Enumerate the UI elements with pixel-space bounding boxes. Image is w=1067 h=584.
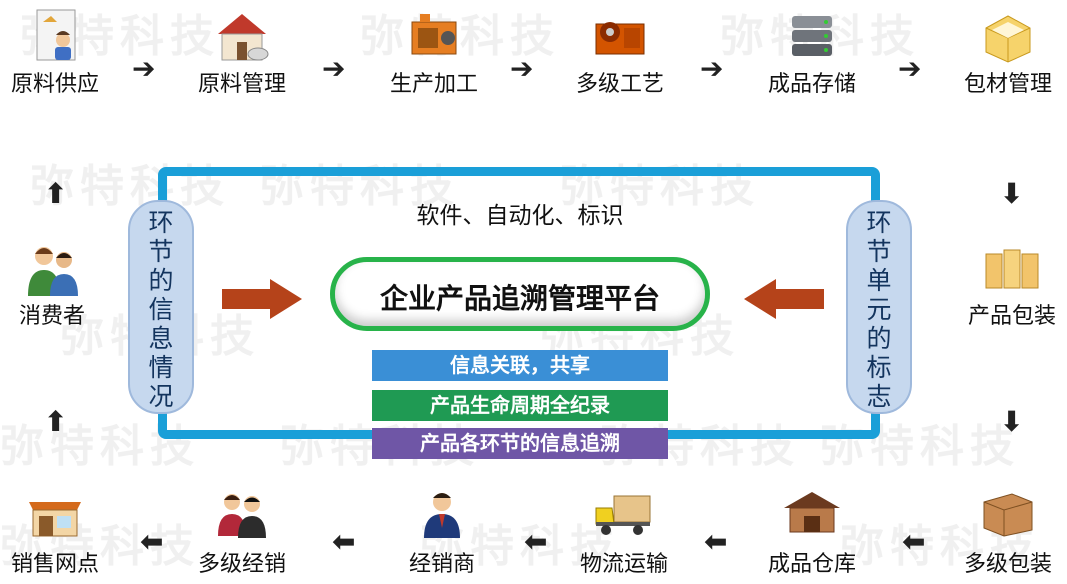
jaw-crusher-icon (588, 8, 652, 66)
right-box-char: 元 (866, 295, 892, 324)
node-warehouse: 成品仓库 (752, 488, 872, 578)
fat-arrow-right-icon (222, 279, 302, 319)
server-stack-icon (780, 8, 844, 66)
node-label: 消费者 (18, 304, 85, 329)
node-production: 生产加工 (374, 8, 494, 98)
fat-arrow-left-icon (744, 279, 824, 319)
arrow-left-icon: ⬅ (140, 525, 164, 558)
node-raw-management: 原料管理 (182, 8, 302, 98)
node-label: 经销商 (408, 552, 475, 577)
left-box-char: 节 (148, 237, 174, 266)
storefront-icon (23, 488, 87, 546)
node-label: 原料管理 (197, 72, 286, 97)
warehouse-roof-icon (780, 488, 844, 546)
right-box-char: 环 (866, 208, 892, 237)
node-label: 生产加工 (389, 72, 478, 97)
arrow-right-icon: ➔ (510, 52, 534, 85)
band-info-share: 信息关联，共享 (372, 350, 668, 381)
left-box-char: 环 (148, 208, 174, 237)
left-box-char: 信 (148, 295, 174, 324)
watermark: 弥特科技 (820, 421, 1020, 472)
node-raw-supply: 原料供应 (0, 8, 115, 98)
node-label: 包材管理 (963, 72, 1052, 97)
arrow-left-icon: ⬅ (524, 525, 548, 558)
node-consumer: 消费者 (0, 240, 112, 330)
right-box-char: 节 (866, 237, 892, 266)
node-label: 多级经销 (197, 552, 286, 577)
node-logistics: 物流运输 (564, 488, 684, 578)
band-traceability: 产品各环节的信息追溯 (372, 428, 668, 459)
left-box-char: 的 (148, 266, 174, 295)
arrow-down-icon: ⬇ (1000, 405, 1024, 438)
arrow-right-icon: ➔ (898, 52, 922, 85)
arrow-right-icon: ➔ (322, 52, 346, 85)
package-boxes-icon (980, 240, 1044, 298)
node-label: 多级包装 (963, 552, 1052, 577)
right-box-char: 志 (866, 382, 892, 411)
node-label: 成品仓库 (767, 552, 856, 577)
platform-pill: 企业产品追溯管理平台 (330, 257, 710, 331)
platform-title: 企业产品追溯管理平台 (379, 282, 660, 315)
businessman-icon (410, 488, 474, 546)
right-box-char: 单 (866, 266, 892, 295)
right-box-char: 的 (866, 324, 892, 353)
left-info-box: 环 节 的 信 息 情 况 (128, 200, 194, 414)
arrow-right-icon: ➔ (700, 52, 724, 85)
arrow-left-icon: ⬅ (902, 525, 926, 558)
two-people-icon (210, 488, 274, 546)
node-sales-outlet: 销售网点 (0, 488, 115, 578)
node-packaging-management: 包材管理 (948, 8, 1067, 98)
technology-note: 软件、自动化、标识 (416, 203, 624, 229)
watermark: 弥特科技 (360, 11, 560, 62)
right-box-char: 标 (866, 353, 892, 382)
arrow-up-icon: ⬆ (44, 405, 68, 438)
arrow-down-icon: ⬇ (1000, 177, 1024, 210)
arrow-left-icon: ⬅ (332, 525, 356, 558)
node-label: 成品存储 (767, 72, 856, 97)
left-box-char: 息 (148, 324, 174, 353)
delivery-truck-icon (592, 488, 656, 546)
node-label: 多级工艺 (575, 72, 664, 97)
node-label: 原料供应 (10, 72, 99, 97)
node-label: 产品包装 (967, 304, 1056, 329)
open-box-icon (976, 8, 1040, 66)
document-user-icon (23, 8, 87, 66)
arrow-left-icon: ⬅ (704, 525, 728, 558)
watermark: 弥特科技 (0, 521, 200, 572)
arrow-up-icon: ⬆ (44, 177, 68, 210)
node-multi-distribution: 多级经销 (182, 488, 302, 578)
consumers-icon (20, 240, 84, 298)
node-multistage: 多级工艺 (560, 8, 680, 98)
node-storage: 成品存储 (752, 8, 872, 98)
arrow-right-icon: ➔ (132, 52, 156, 85)
warehouse-icon (210, 8, 274, 66)
cardboard-box-icon (976, 488, 1040, 546)
node-label: 物流运输 (579, 552, 668, 577)
node-product-packaging: 产品包装 (952, 240, 1067, 330)
node-multi-packaging: 多级包装 (948, 488, 1067, 578)
node-dealer: 经销商 (382, 488, 502, 578)
left-box-char: 况 (148, 382, 174, 411)
right-mark-box: 环 节 单 元 的 标 志 (846, 200, 912, 414)
left-box-char: 情 (148, 353, 174, 382)
node-label: 销售网点 (10, 552, 99, 577)
band-lifecycle: 产品生命周期全纪录 (372, 390, 668, 421)
crusher-machine-icon (402, 8, 466, 66)
